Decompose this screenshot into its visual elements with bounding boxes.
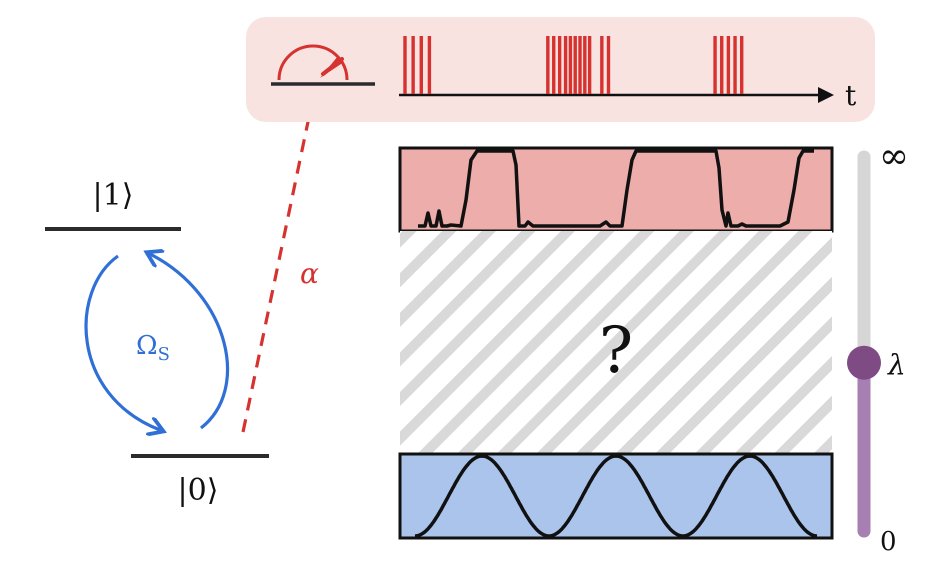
detector-panel: t [246, 17, 875, 122]
time-axis-arrowhead [818, 87, 834, 103]
ground-level-label: |0⟩ [178, 473, 219, 508]
two-level-system: |1⟩ |0⟩ ΩS [45, 178, 269, 508]
slider-bottom-label: 0 [880, 527, 897, 557]
rabi-oscillation-curve [414, 454, 818, 538]
zeno-panel-background [400, 148, 832, 231]
coupling-strength-label: α [300, 257, 319, 290]
coherent-panel-background [400, 454, 832, 538]
coherent-panel-border [398, 452, 834, 540]
meter-icon [271, 44, 375, 86]
quantum-jump-trajectory [418, 149, 814, 228]
lambda-slider[interactable]: ∞ 0 λ [847, 136, 909, 557]
detector-clicks [403, 36, 744, 94]
time-axis-label: t [845, 79, 857, 112]
rabi-down-arrow [84, 254, 160, 430]
excited-level-label: |1⟩ [93, 178, 134, 213]
zeno-regime-panel [398, 146, 834, 233]
rabi-up-arrow [150, 254, 230, 430]
slider-knob[interactable] [847, 345, 881, 380]
measurement-coupling-line [241, 116, 311, 433]
intermediate-regime-panel: ? [400, 231, 832, 454]
slider-top-label: ∞ [879, 136, 909, 177]
slider-parameter-label: λ [887, 349, 906, 382]
rabi-frequency-label: ΩS [136, 331, 170, 365]
unknown-regime-label: ? [599, 314, 633, 388]
hatched-region [400, 231, 832, 454]
coherent-regime-panel [398, 452, 834, 540]
